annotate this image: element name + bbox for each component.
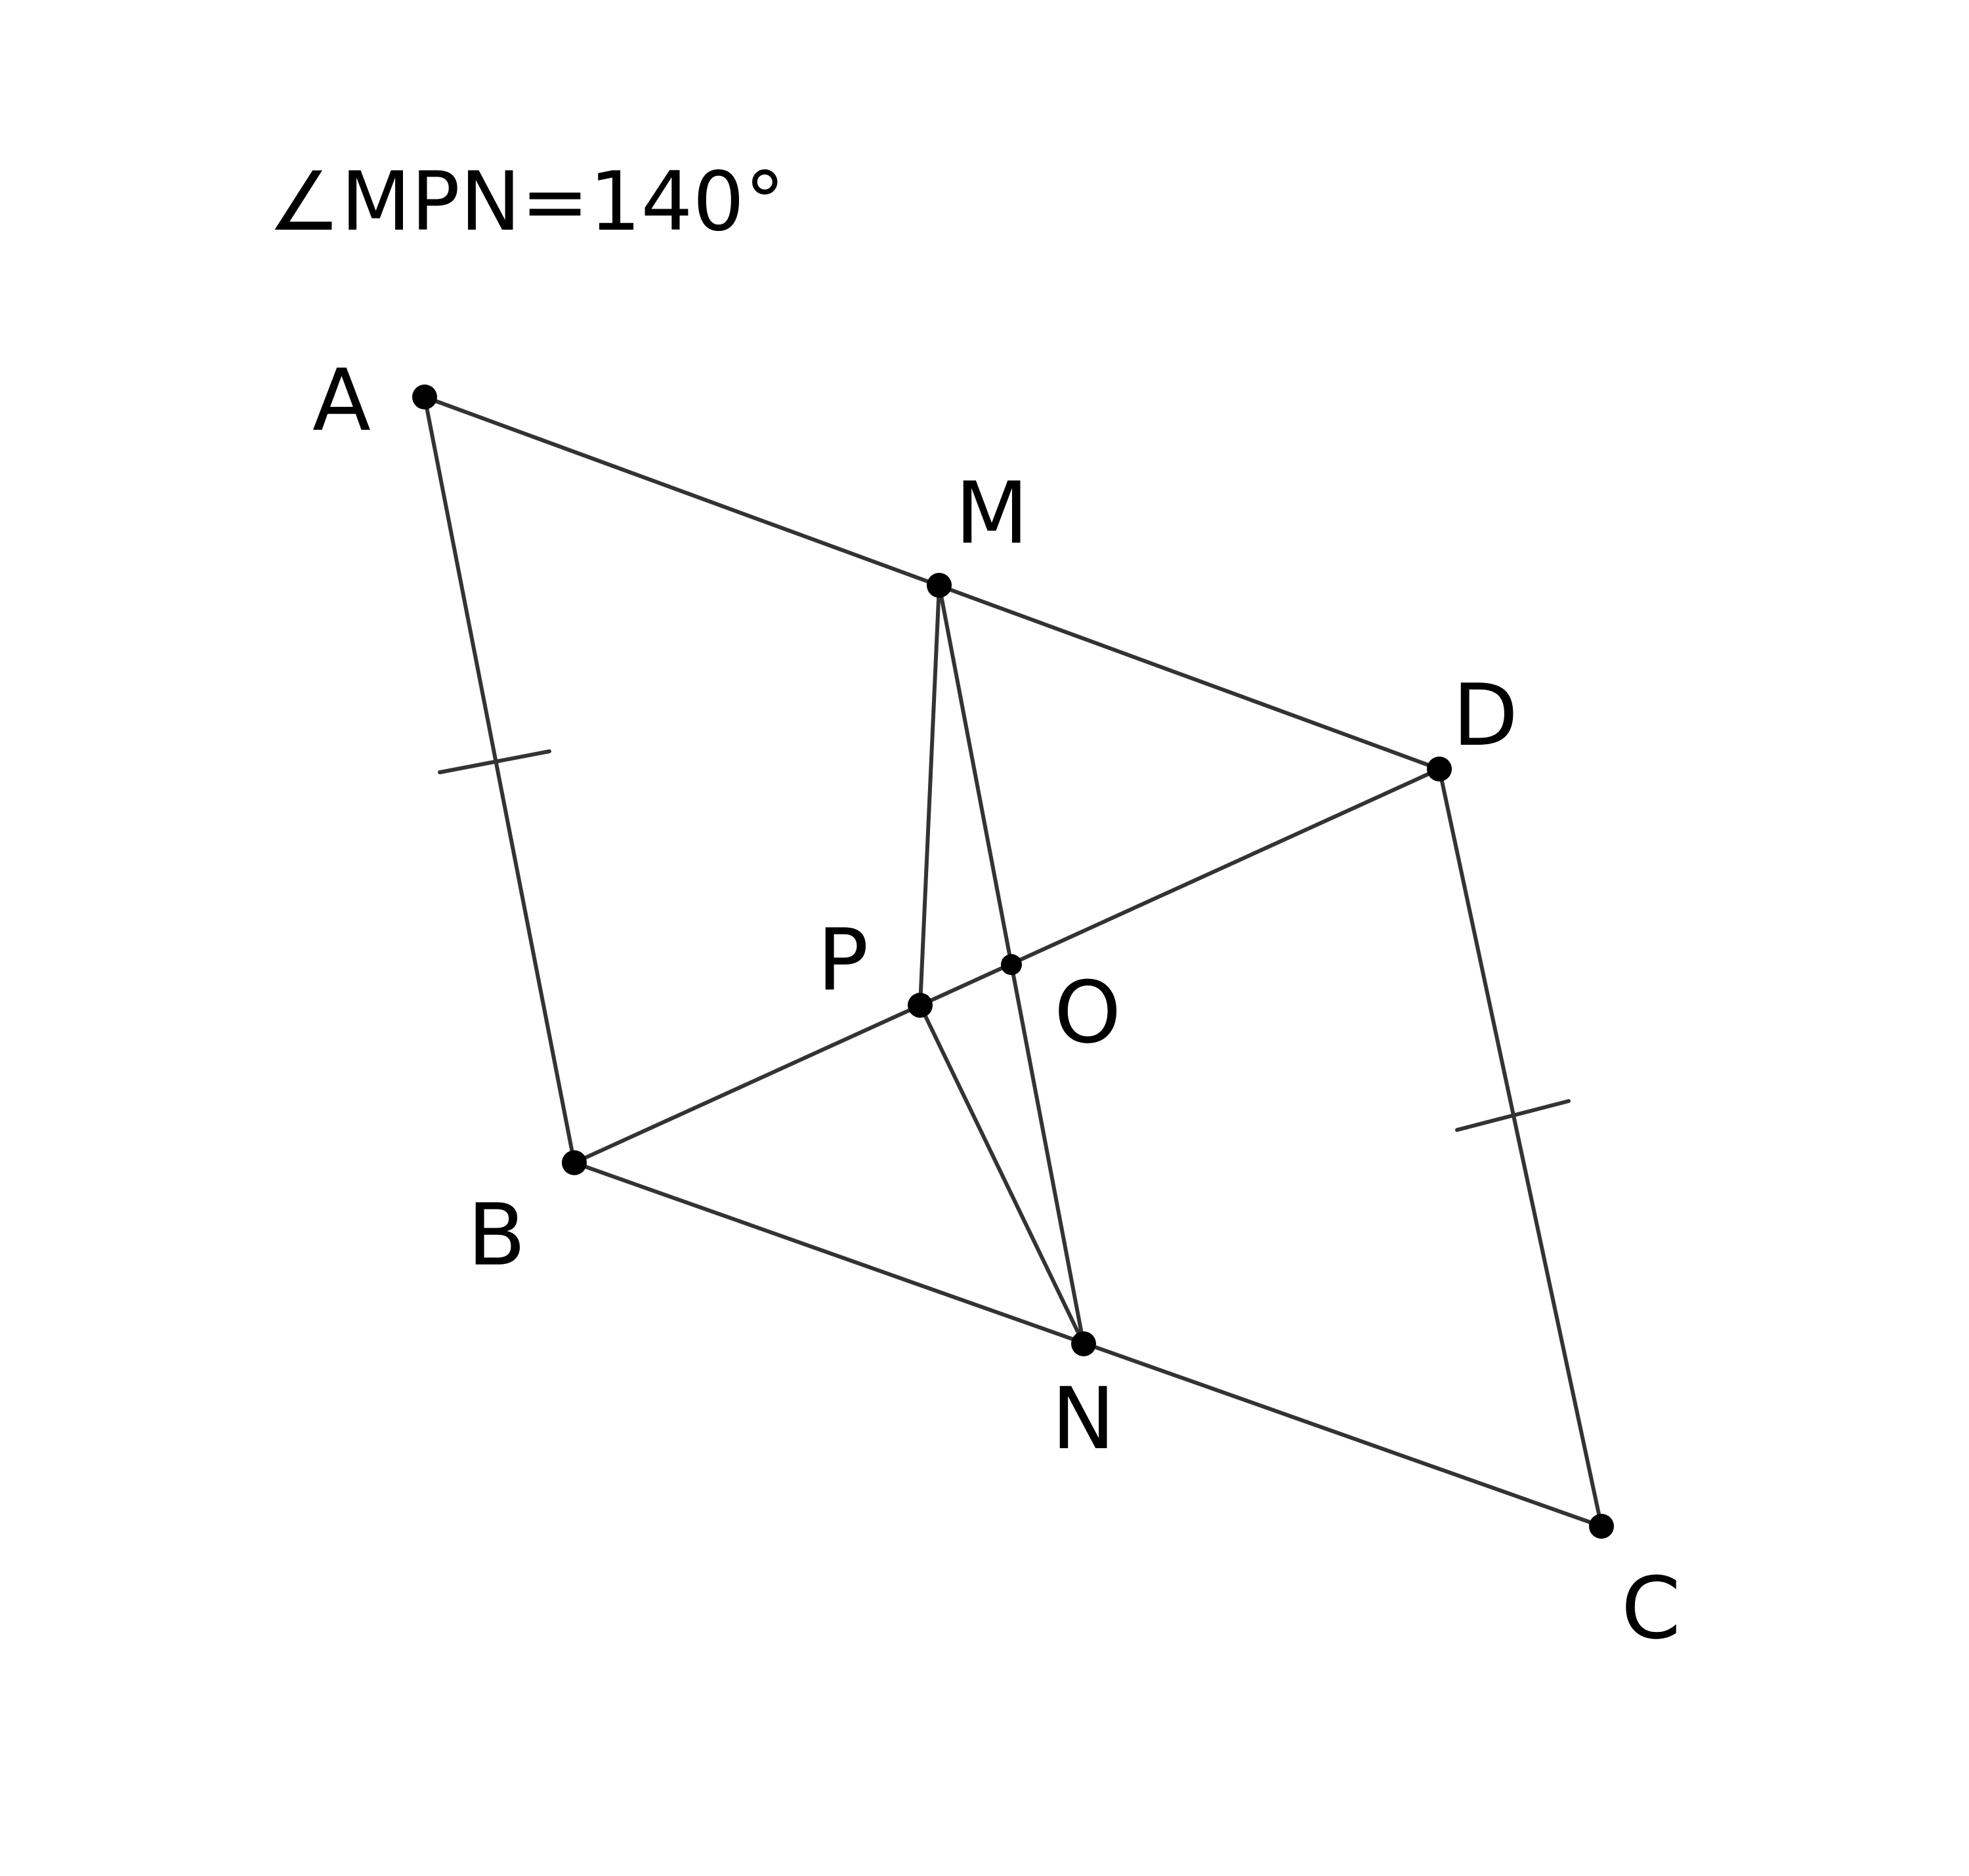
point-O: [1001, 954, 1022, 975]
tick-mark-AB: [438, 749, 551, 774]
label-O: O: [1054, 963, 1121, 1062]
segment-AB: [423, 395, 576, 1165]
segment-DC: [1437, 767, 1603, 1528]
label-M: M: [955, 463, 1028, 563]
label-D: D: [1452, 665, 1518, 765]
point-C: [1589, 1514, 1614, 1539]
point-D: [1427, 757, 1452, 782]
angle-annotation: ∠MPN=140°: [268, 155, 785, 249]
label-P: P: [817, 910, 868, 1010]
label-B: B: [467, 1185, 526, 1285]
point-A: [412, 385, 437, 409]
point-P: [908, 993, 933, 1018]
segment-PN: [918, 1003, 1086, 1346]
segment-MP: [918, 583, 941, 1007]
point-B: [562, 1150, 587, 1175]
point-N: [1071, 1331, 1096, 1356]
tick-mark-DC: [1455, 1099, 1571, 1132]
label-N: N: [1051, 1369, 1115, 1469]
point-M: [927, 573, 952, 598]
label-A: A: [312, 350, 371, 450]
label-C: C: [1621, 1558, 1681, 1658]
